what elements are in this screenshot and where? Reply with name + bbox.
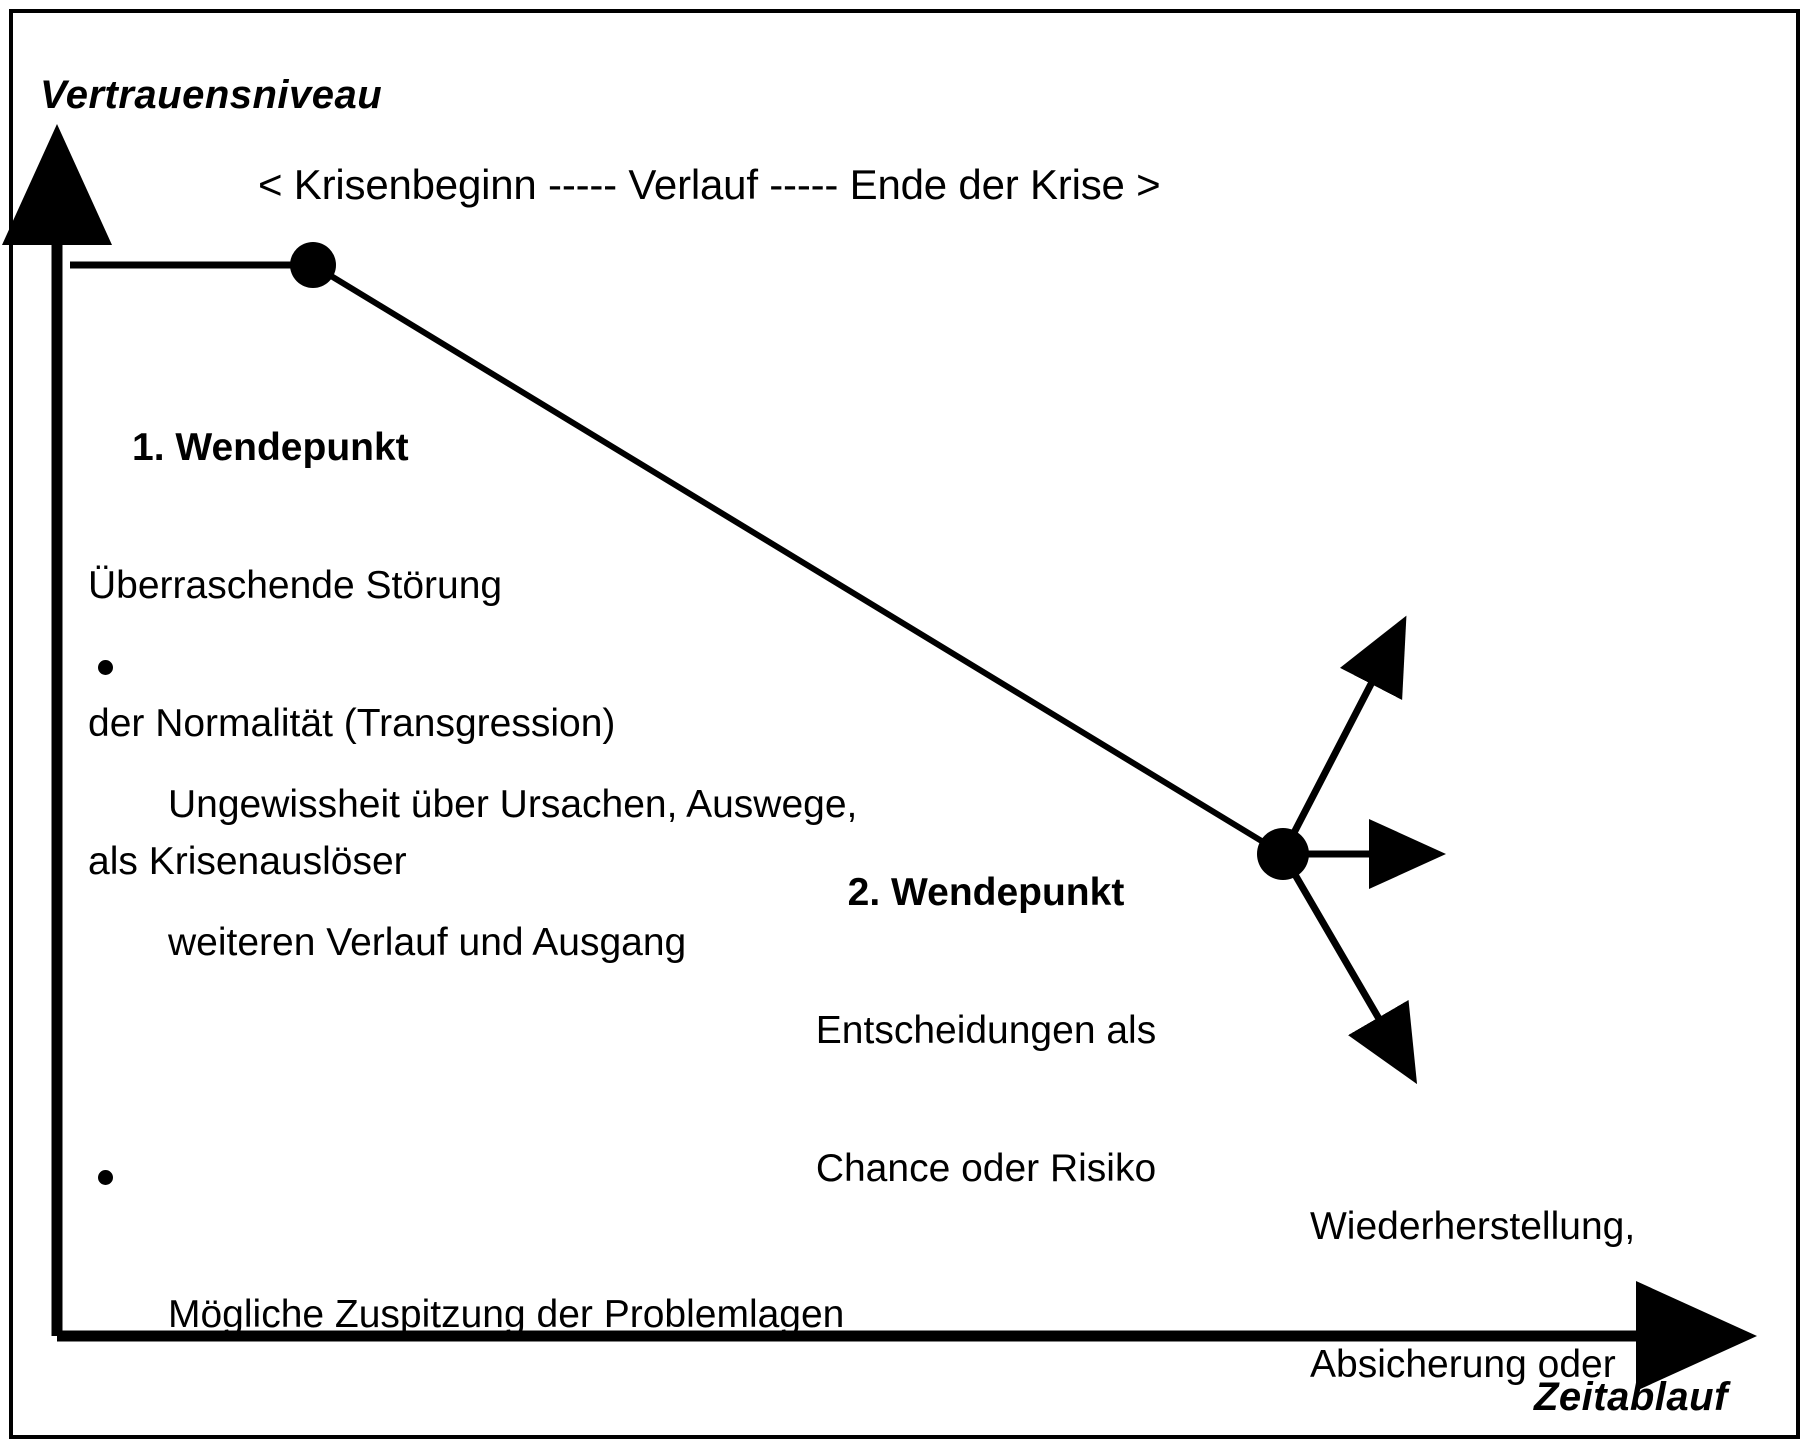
- turning-point-1-line-2: der Normalität (Transgression): [88, 702, 616, 746]
- turning-point-1-line-1: Überraschende Störung: [88, 564, 503, 608]
- turning-point-1-annotation: 1. Wendepunkt Überraschende Störung der …: [88, 333, 615, 977]
- turning-point-1-marker: [290, 242, 336, 288]
- page-border: [9, 9, 1800, 1439]
- y-axis-label: Vertrauensniveau: [40, 73, 383, 117]
- outcome-annotation: Wiederherstellung, Absicherung oder Zers…: [1310, 1112, 1635, 1452]
- list-item-line-1: Ungewissheit über Ursachen, Auswege,: [168, 783, 858, 827]
- bullet-dot-icon: [98, 660, 113, 676]
- turning-point-1-line-3: als Krisenauslöser: [88, 840, 407, 884]
- turning-point-2-line-2: Chance oder Risiko: [815, 1147, 1157, 1191]
- list-item: Mögliche Zuspitzung der Problemlagen: [90, 1154, 1010, 1430]
- x-axis-label: Zeitablauf: [1534, 1375, 1728, 1419]
- phase-caption: < Krisenbeginn ----- Verlauf ----- Ende …: [258, 161, 1161, 208]
- turning-point-2-line-1: Entscheidungen als: [815, 1009, 1157, 1053]
- outcome-line-2: Absicherung oder: [1310, 1343, 1616, 1387]
- outcome-line-1: Wiederherstellung,: [1310, 1205, 1636, 1249]
- list-item-line-2: weiteren Verlauf und Ausgang: [168, 921, 687, 965]
- trust-decline-segment: [311, 262, 1285, 857]
- turning-point-2-marker: [1257, 828, 1309, 880]
- bullet-dot-icon: [98, 1170, 113, 1186]
- turning-point-2-heading: 2. Wendepunkt: [847, 871, 1125, 915]
- turning-point-1-heading: 1. Wendepunkt: [132, 426, 409, 470]
- branch-destruction-arrow: [1279, 852, 1418, 1085]
- list-item-line-1: Mögliche Zuspitzung der Problemlagen: [168, 1293, 845, 1337]
- list-item: Ungewissheit über Ursachen, Auswege, wei…: [90, 644, 1010, 1058]
- crisis-characteristics-list: Ungewissheit über Ursachen, Auswege, wei…: [90, 552, 1010, 1452]
- turning-point-2-annotation: 2. Wendepunkt Entscheidungen als Chance …: [806, 778, 1166, 1284]
- branch-recovery-arrow: [1279, 615, 1407, 856]
